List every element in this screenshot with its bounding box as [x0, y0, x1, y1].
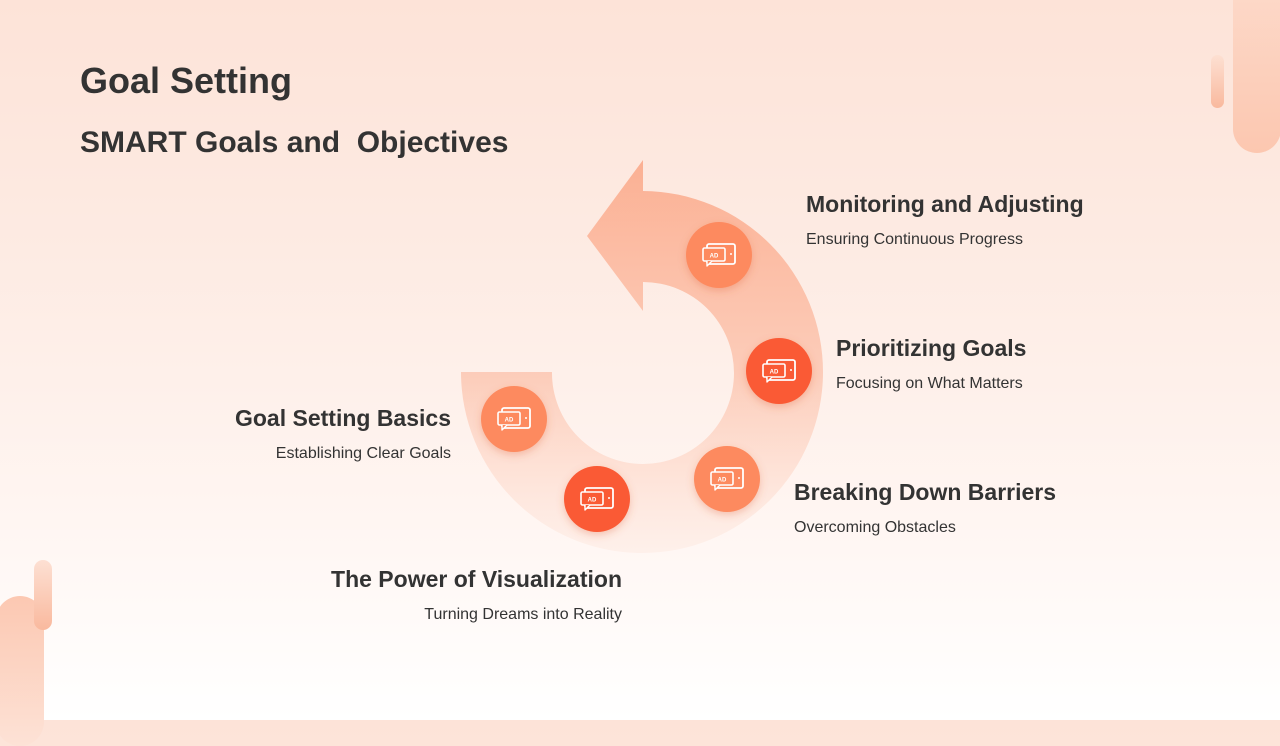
cycle-node-breaking: AD [694, 446, 760, 512]
page-subtitle: SMART Goals and Objectives [80, 126, 509, 159]
node-heading: Prioritizing Goals [836, 335, 1027, 361]
decor-bar-top-right [1233, 0, 1280, 153]
cycle-node-prioritizing: AD [746, 338, 812, 404]
node-subtext: Establishing Clear Goals [275, 445, 451, 462]
page-title: Goal Setting [80, 60, 293, 101]
node-heading: Breaking Down Barriers [794, 479, 1057, 505]
node-subtext: Focusing on What Matters [836, 375, 1023, 392]
node-subtext: Ensuring Continuous Progress [806, 231, 1024, 248]
icon-text: AD [710, 254, 719, 260]
cycle-node-monitoring: AD [686, 222, 752, 288]
ad-screen-icon: AD [762, 359, 796, 383]
node-subtext: Turning Dreams into Reality [424, 606, 622, 623]
icon-text: AD [770, 370, 779, 376]
ad-screen-icon: AD [702, 243, 736, 267]
cycle-node-visualization: AD [564, 466, 630, 532]
ad-screen-icon: AD [580, 487, 614, 511]
cycle-diagram: AD AD AD AD AD [461, 160, 823, 553]
icon-text: AD [718, 478, 727, 484]
node-heading: The Power of Visualization [331, 566, 622, 592]
icon-text: AD [588, 498, 597, 504]
decor-bar-top-right-small [1211, 55, 1224, 108]
cycle-node-basics: AD [481, 386, 547, 452]
ad-screen-icon: AD [710, 467, 744, 491]
node-heading: Monitoring and Adjusting [806, 191, 1084, 217]
node-subtext: Overcoming Obstacles [794, 519, 956, 536]
node-heading: Goal Setting Basics [234, 405, 451, 431]
decor-bar-bottom-left-small [34, 560, 52, 630]
icon-text: AD [505, 418, 514, 424]
ad-screen-icon: AD [497, 407, 531, 431]
